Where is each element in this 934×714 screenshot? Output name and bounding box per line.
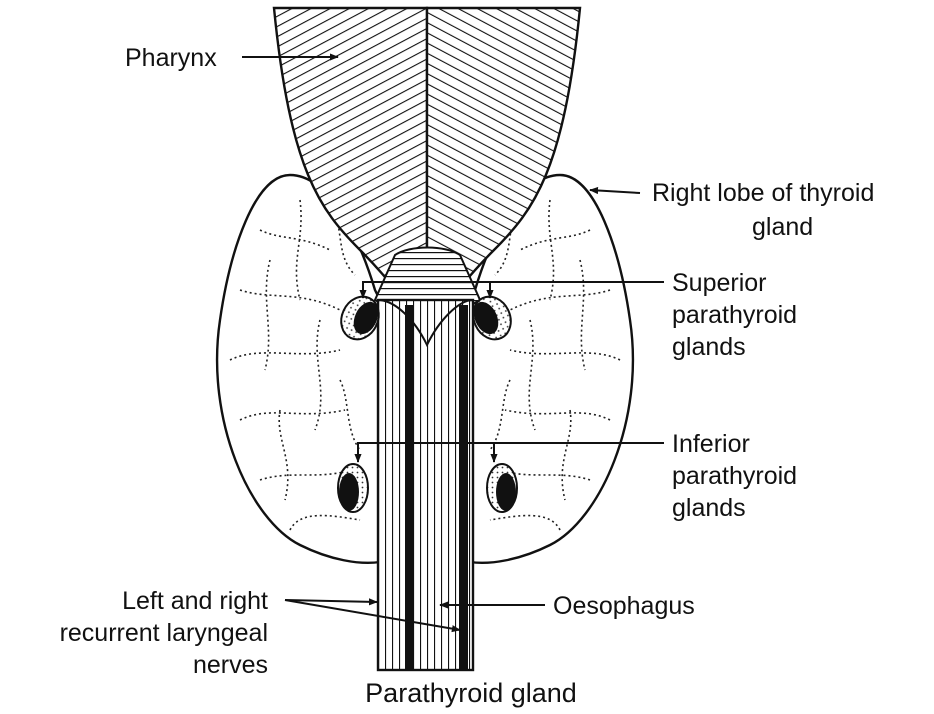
label-superior-line3: glands (672, 333, 746, 361)
label-superior-line1: Superior (672, 269, 767, 297)
label-inferior-line1: Inferior (672, 430, 750, 458)
label-inferior-line2: parathyroid (672, 462, 797, 490)
right-lobe-leader (590, 190, 640, 193)
label-right-lobe-line2: gland (752, 213, 813, 241)
oesophagus (378, 300, 473, 670)
label-nerves-line1: Left and right (122, 587, 268, 615)
label-superior-line2: parathyroid (672, 301, 797, 329)
label-oesophagus: Oesophagus (553, 592, 695, 620)
label-right-lobe-line1: Right lobe of thyroid (652, 179, 874, 207)
label-pharynx: Pharynx (125, 44, 217, 72)
inferior-parathyroid-left (338, 464, 368, 512)
label-inferior-line3: glands (672, 494, 746, 522)
label-nerves-line2: recurrent laryngeal (60, 619, 268, 647)
figure-caption: Parathyroid gland (365, 678, 577, 708)
inferior-parathyroid-right (487, 464, 517, 512)
label-nerves-line3: nerves (193, 651, 268, 679)
